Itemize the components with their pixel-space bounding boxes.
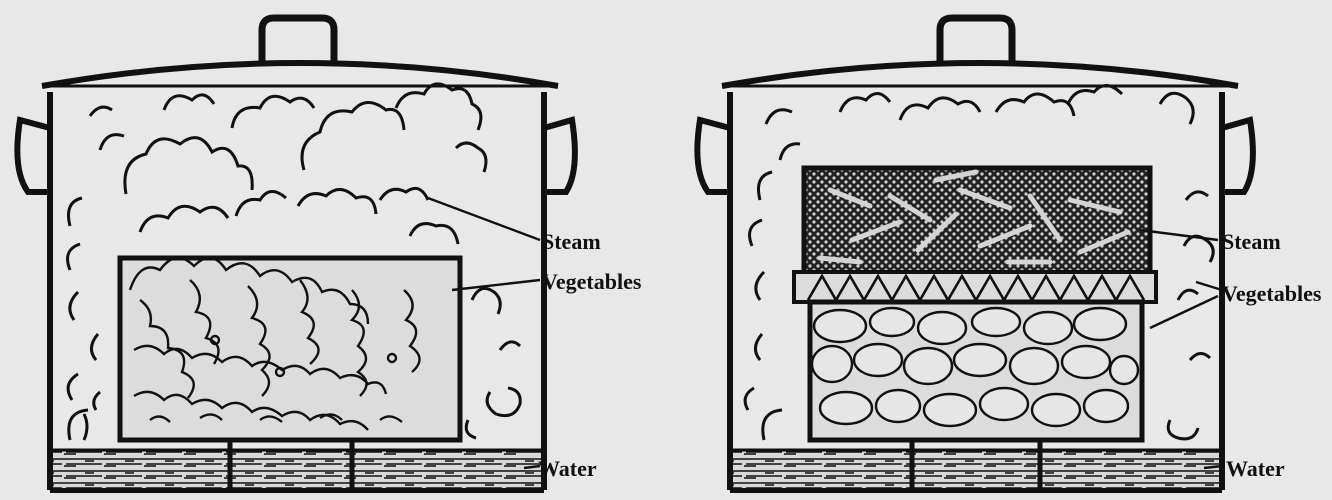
right-handle (1222, 120, 1253, 192)
water-layer (53, 450, 541, 488)
potatoes (812, 308, 1138, 426)
steam-label: Steam (1222, 229, 1281, 254)
water-label: Water (1226, 456, 1285, 481)
vegetables-label: Vegetables (542, 269, 642, 294)
lid-handle (940, 18, 1012, 62)
pot-lid (722, 63, 1238, 86)
left-handle (697, 120, 730, 192)
vegetables-label: Vegetables (1222, 281, 1322, 306)
lid-handle (262, 18, 334, 62)
water-layer (733, 450, 1219, 488)
pot-lid (42, 63, 558, 86)
steam-label: Steam (542, 229, 601, 254)
water-label: Water (538, 456, 597, 481)
single-pot-figure: Steam Vegetables Water (17, 18, 642, 490)
right-handle (544, 120, 575, 192)
double-pot-figure: Steam Vegetables Water (697, 18, 1322, 490)
left-handle (17, 120, 50, 192)
